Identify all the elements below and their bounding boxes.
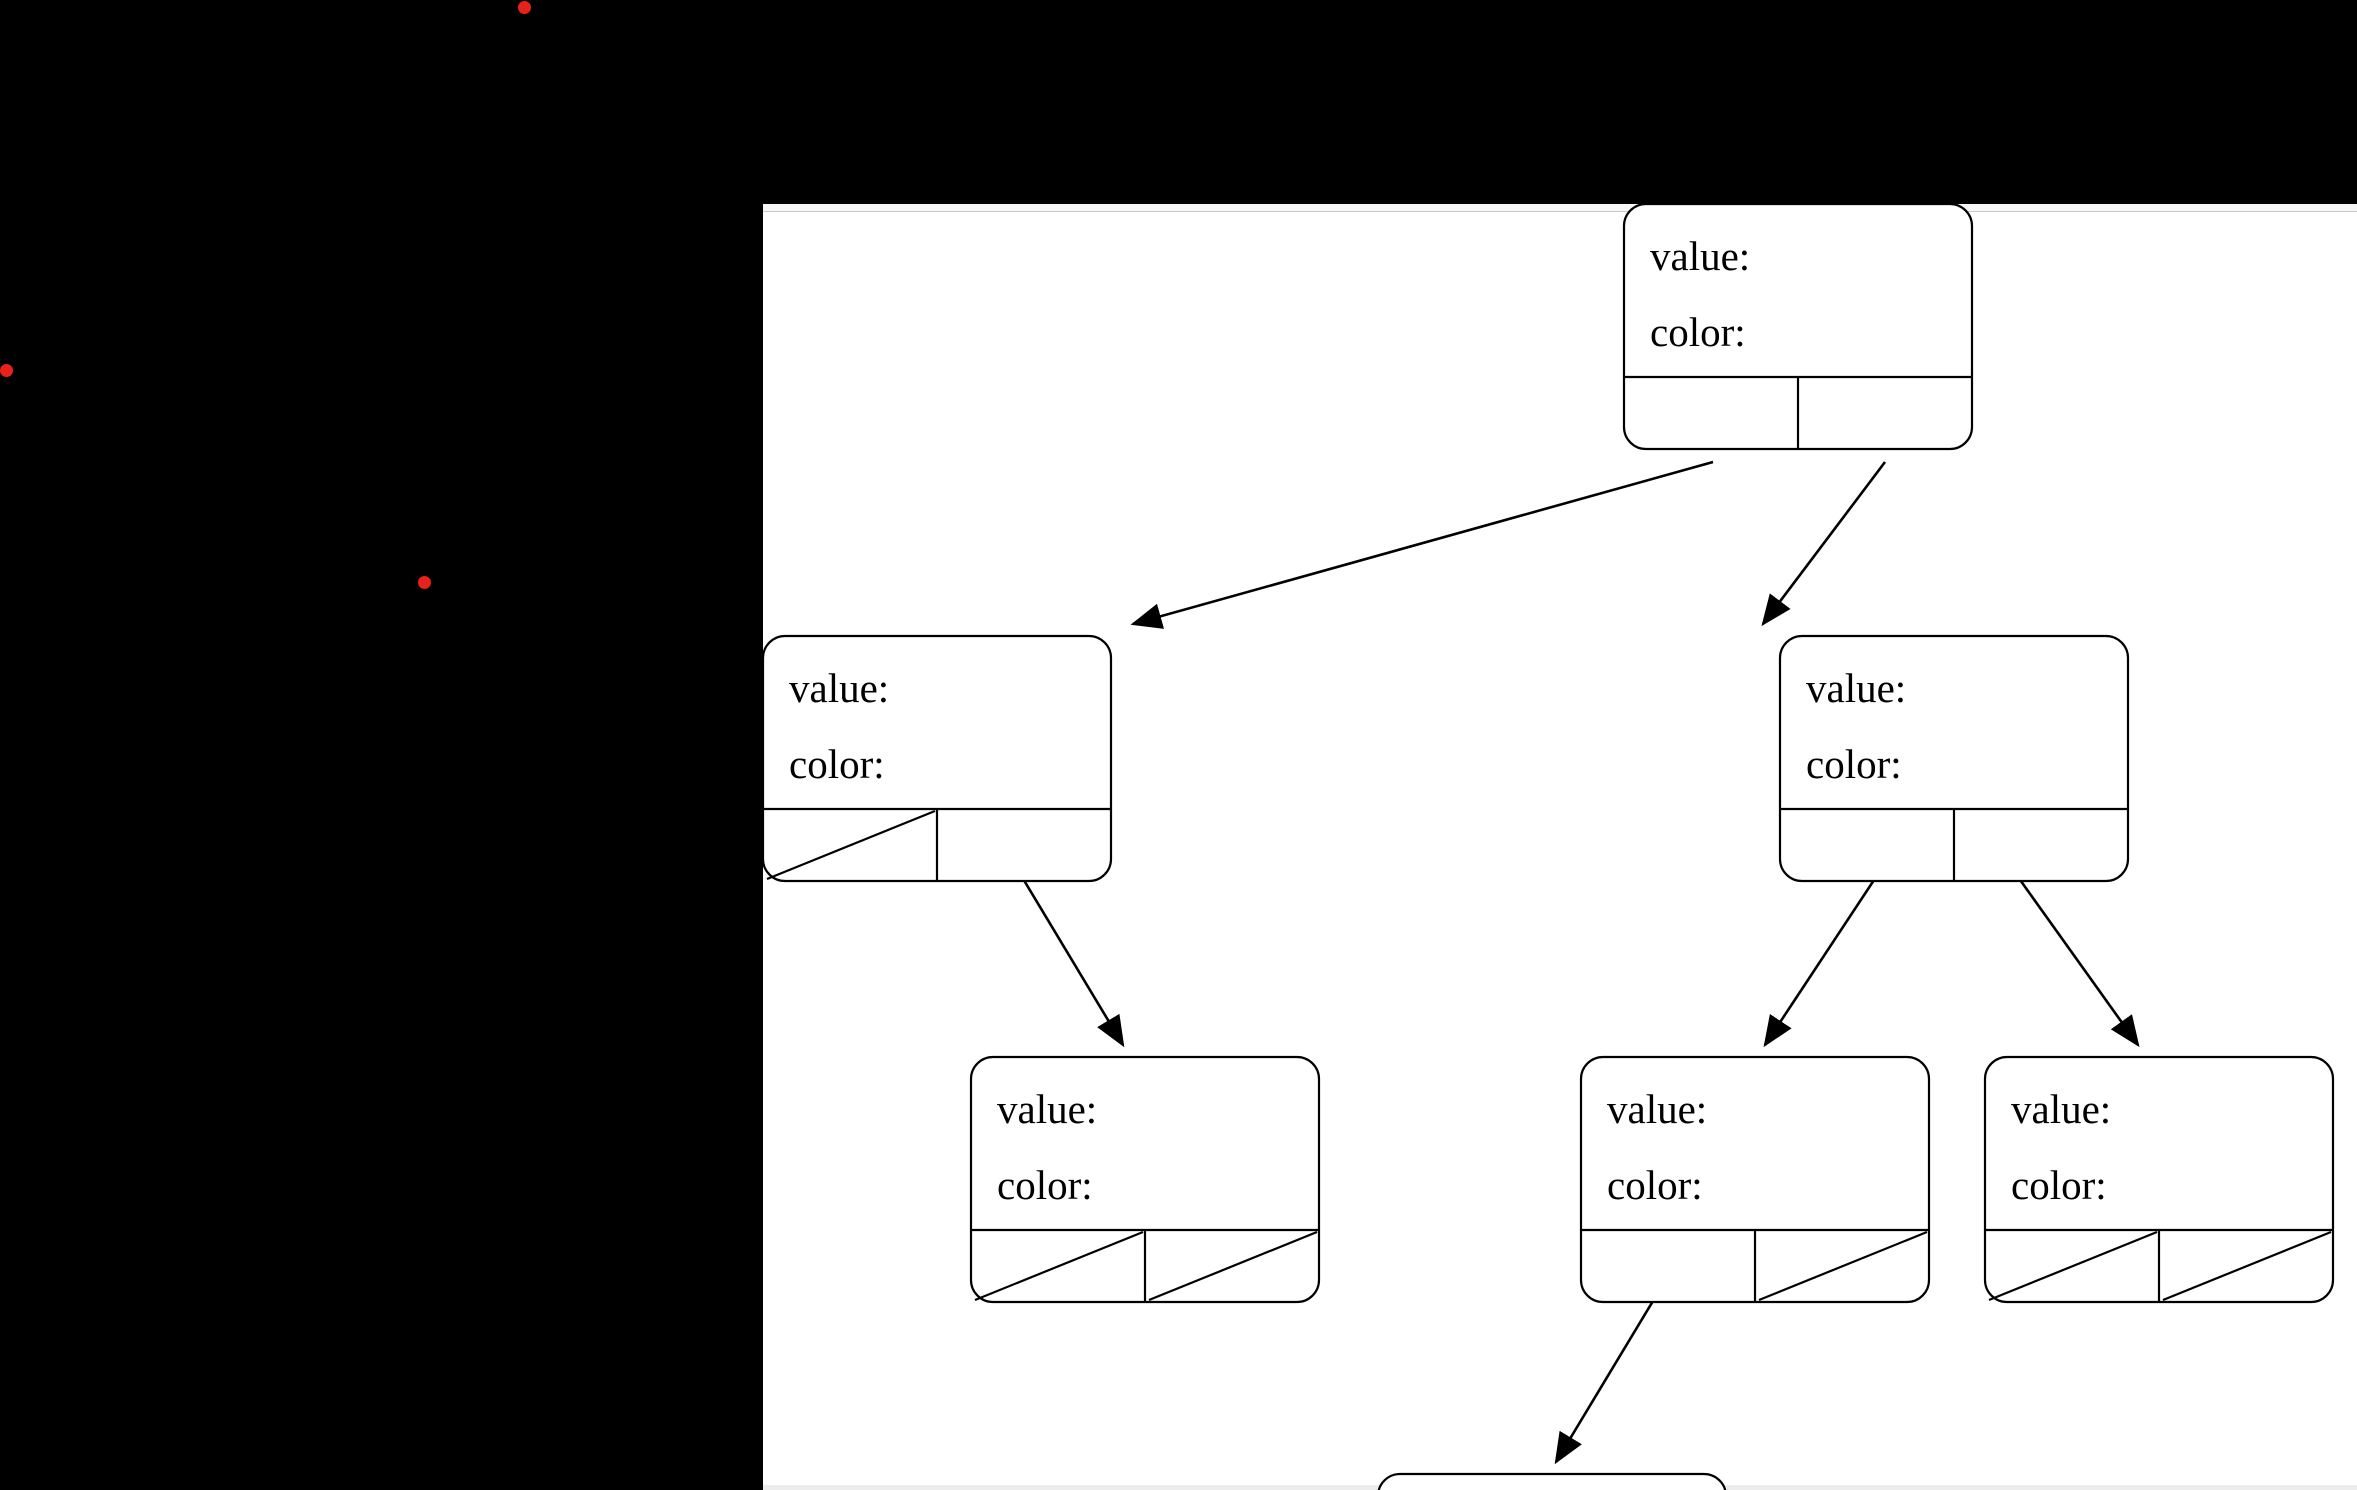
tree-node-right-child[interactable]: value: color: [1778,634,2130,883]
edge-right-to-rightleft [1763,876,1878,1048]
edge-rightleft-to-deep [1554,1295,1658,1465]
node-value-label: value: [2011,1086,2111,1132]
null-pointer-slash-left [974,1230,1144,1302]
node-value-label: value: [1607,1086,1707,1132]
tree-node-right-left-grandchild[interactable]: value: color: [1579,1055,1931,1304]
null-pointer-slash-right [1758,1230,1928,1302]
node-color-label: color: [789,741,885,787]
marker-dot-middle [418,576,431,589]
null-pointer-slash-right [1148,1230,1318,1302]
node-color-label: color: [2011,1162,2107,1208]
node-value-label: value: [789,665,889,711]
node-value-label: value: [997,1086,1097,1132]
node-color-label: color: [997,1162,1093,1208]
marker-dot-top [518,1,531,14]
edge-layer [1020,460,2140,1465]
node-color-label: color: [1806,741,1902,787]
tree-node-root[interactable]: value: color: [1622,204,1974,451]
edge-root-to-left [1130,460,1714,629]
tree-node-deepest-leaf[interactable]: value: color: [1377,1472,1727,1490]
tree-node-left-child[interactable]: value: color: [763,634,1113,883]
node-value-label: value: [1650,233,1750,279]
tree-node-right-right-grandchild[interactable]: value: color: [1983,1055,2335,1304]
canvas-top-edge [763,204,2357,212]
edge-right-to-rightright [2016,876,2140,1048]
edge-root-to-right [1761,461,1887,627]
tree-node-left-right-grandchild[interactable]: value: color: [969,1055,1321,1304]
diagram-canvas[interactable]: value: color: value: color: value: color… [763,204,2357,1490]
node-value-label: value: [1806,665,1906,711]
node-color-label: color: [1607,1162,1703,1208]
node-color-label: color: [1650,309,1746,355]
null-pointer-slash-left [766,809,936,881]
edge-left-to-leftright [1020,876,1125,1048]
null-pointer-slash-right [2162,1230,2332,1302]
node-body [1377,1472,1727,1490]
tree-diagram: value: color: value: color: value: color… [763,204,2335,1490]
null-pointer-slash-left [1988,1230,2158,1302]
marker-dot-left [0,364,13,377]
